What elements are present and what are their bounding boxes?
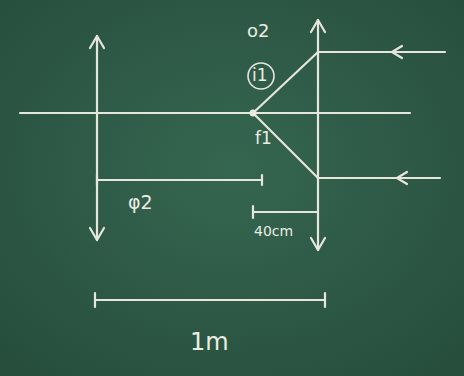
circle-mark (248, 63, 274, 89)
focal-label: f1 (255, 130, 272, 147)
incoming-rays (318, 46, 445, 184)
focal-point (250, 110, 257, 117)
dimension-40cm (253, 206, 318, 218)
dimension-label: 40cm (254, 224, 293, 238)
image-label: i1 (252, 67, 268, 84)
converging-rays (253, 52, 318, 178)
lens-1 (311, 20, 325, 250)
optical-axis (20, 112, 410, 114)
dimension-1m (95, 293, 325, 307)
lens-2 (90, 36, 104, 240)
dimension-label: φ2 (128, 193, 153, 212)
object-label: o2 (247, 22, 269, 40)
dimension-label: 1m (190, 330, 229, 354)
dimension-f2 (97, 175, 262, 185)
